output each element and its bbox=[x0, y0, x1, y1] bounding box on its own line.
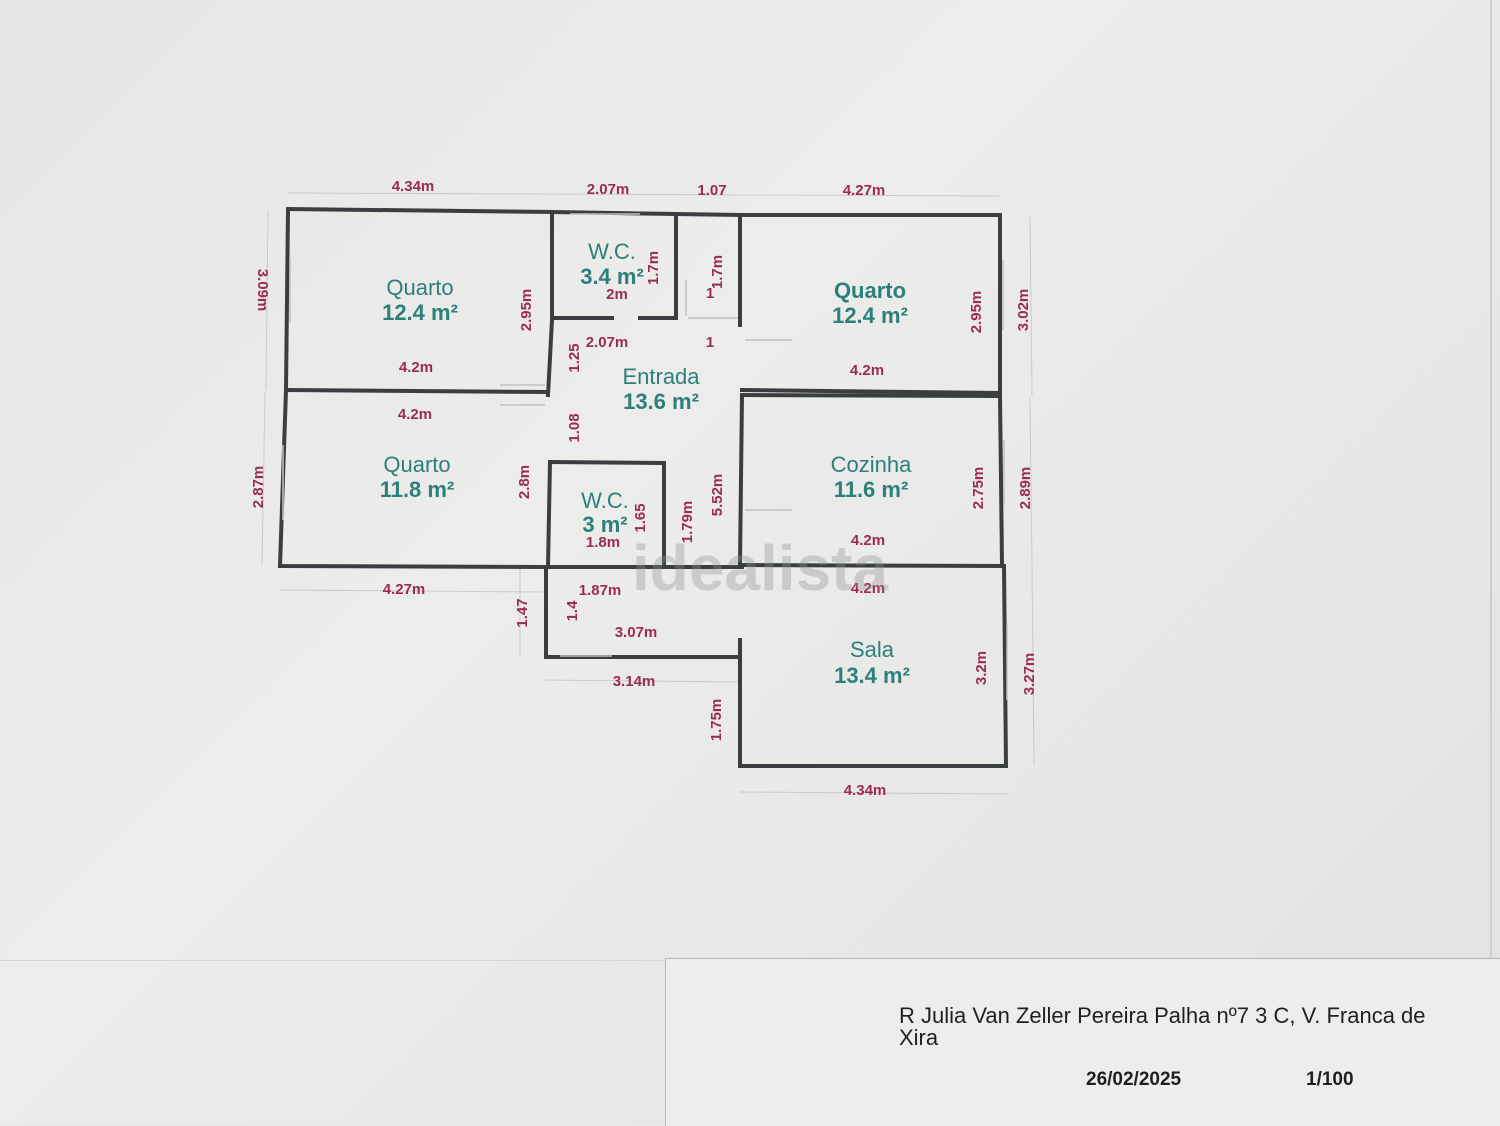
dim-label: 3.14m bbox=[613, 673, 656, 690]
room-area-quarto-bl: 11.8 m² bbox=[380, 477, 455, 502]
title-block: R Julia Van Zeller Pereira Palha nº7 3 C… bbox=[665, 958, 1500, 1126]
dim-label: 1.79m bbox=[679, 501, 696, 544]
dim-label: 1.47 bbox=[514, 598, 531, 627]
dim-label: 3.2m bbox=[973, 651, 990, 685]
dim-label: 4.2m bbox=[399, 359, 433, 376]
date-text: 26/02/2025 bbox=[1086, 1069, 1182, 1090]
dim-label: 1.4 bbox=[564, 600, 581, 622]
room-name-quarto-tl: Quarto bbox=[386, 275, 453, 300]
room-name-cozinha: Cozinha bbox=[831, 452, 912, 477]
dim-label: 1 bbox=[706, 334, 714, 351]
room-name-wc-mid: W.C. bbox=[581, 488, 629, 513]
dim-label: 1.08 bbox=[566, 413, 583, 442]
dim-label: 4.2m bbox=[398, 406, 432, 423]
room-area-quarto-tl: 12.4 m² bbox=[382, 300, 458, 325]
dim-label: 4.34m bbox=[392, 178, 435, 195]
dim-label: 2.95m bbox=[968, 291, 985, 334]
dim-label: 5.52m bbox=[709, 474, 726, 517]
dim-label: 2.07m bbox=[586, 334, 629, 351]
scale-text: 1/100 bbox=[1306, 1069, 1354, 1090]
dim-label: 4.2m bbox=[851, 532, 885, 549]
room-area-entrada: 13.6 m² bbox=[623, 389, 699, 414]
walls bbox=[277, 206, 1009, 768]
dim-label: 2m bbox=[606, 286, 628, 303]
room-name-entrada: Entrada bbox=[622, 364, 700, 389]
dim-label: 1.07 bbox=[697, 182, 726, 199]
dim-label: 2.87m bbox=[250, 466, 267, 509]
dim-label: 1.25 bbox=[566, 343, 583, 372]
dim-label: 4.2m bbox=[850, 362, 884, 379]
dim-label: 1.7m bbox=[645, 251, 662, 285]
dim-label: 4.2m bbox=[851, 580, 885, 597]
dim-label: 3.27m bbox=[1021, 653, 1038, 696]
dimension-guides bbox=[261, 192, 1035, 795]
dim-label: 2.8m bbox=[516, 465, 533, 499]
room-area-wc-mid: 3 m² bbox=[582, 512, 627, 537]
dim-label: 1.75m bbox=[708, 699, 725, 742]
address-text: R Julia Van Zeller Pereira Palha nº7 3 C… bbox=[899, 1003, 1426, 1050]
dim-label: 2.89m bbox=[1017, 467, 1034, 510]
room-area-sala: 13.4 m² bbox=[834, 663, 910, 688]
room-name-wc-top: W.C. bbox=[588, 239, 636, 264]
room-area-wc-top: 3.4 m² bbox=[580, 264, 644, 289]
room-name-quarto-bl: Quarto bbox=[383, 452, 450, 477]
room-area-cozinha: 11.6 m² bbox=[834, 477, 909, 502]
watermark-logo: idealista bbox=[632, 532, 889, 604]
dim-label: 4.27m bbox=[383, 581, 426, 598]
room-name-quarto-tr: Quarto bbox=[834, 278, 906, 303]
dim-label: 2.07m bbox=[587, 181, 630, 198]
dim-label: 4.34m bbox=[844, 782, 887, 799]
dim-label: 4.27m bbox=[843, 182, 886, 199]
room-name-sala: Sala bbox=[850, 637, 895, 662]
room-area-quarto-tr: 12.4 m² bbox=[832, 303, 908, 328]
dim-label: 1.65 bbox=[632, 503, 649, 532]
dim-label: 3.07m bbox=[615, 624, 658, 641]
dim-label: 1.87m bbox=[579, 582, 622, 599]
dim-label: 1 bbox=[706, 285, 714, 302]
dim-label: 3.09m bbox=[254, 269, 271, 312]
dim-label: 1.7m bbox=[709, 255, 726, 289]
dim-label: 2.95m bbox=[518, 289, 535, 332]
openings bbox=[282, 213, 1008, 700]
dim-label: 2.75m bbox=[970, 467, 987, 510]
dim-label: 1.8m bbox=[586, 534, 620, 551]
dim-label: 3.02m bbox=[1015, 289, 1032, 332]
